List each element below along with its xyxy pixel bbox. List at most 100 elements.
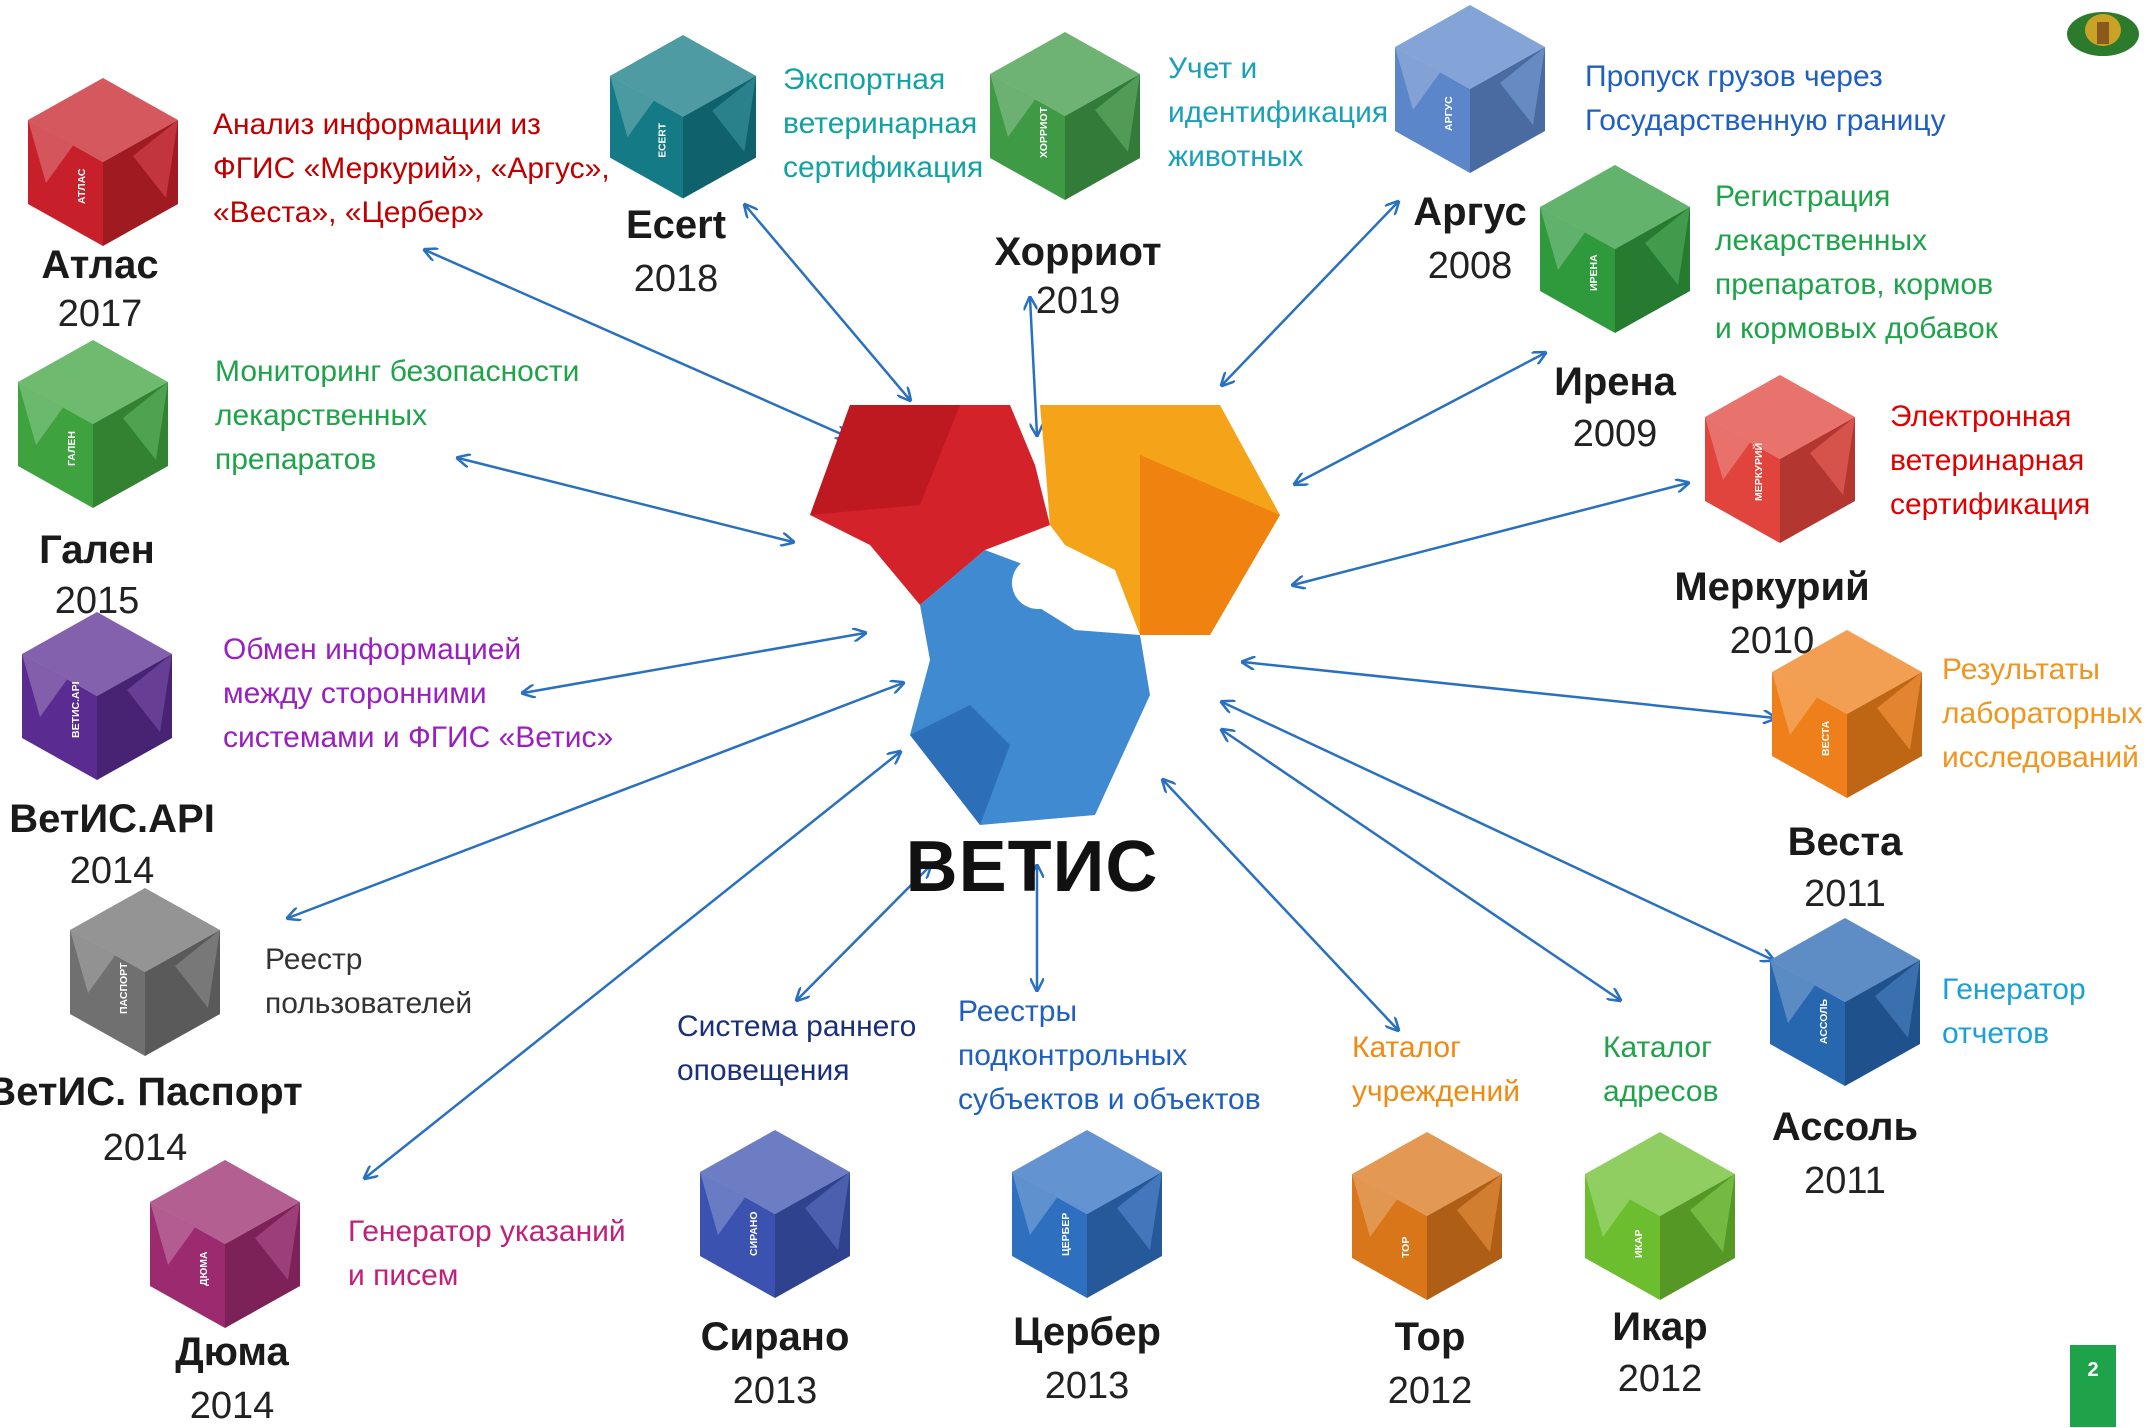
vesta-name: Веста: [1787, 820, 1903, 864]
vetis-logo: [810, 405, 1280, 830]
galen-cube-label: ГАЛЕН: [66, 431, 78, 466]
arrow-horriot: [1030, 298, 1037, 435]
irena-name: Ирена: [1554, 360, 1676, 404]
assol-cube-icon: АССОЛЬ: [1770, 918, 1920, 1086]
galen-description-line: препаратов: [215, 443, 377, 476]
irena-description-line: Регистрация: [1715, 180, 1891, 213]
vesta-cube-label: ВЕСТА: [1820, 720, 1832, 756]
api-cube-label: ВЕТИС.API: [70, 681, 82, 738]
cirano-name: Сирано: [700, 1315, 850, 1359]
mercury-description-line: ветеринарная: [1890, 444, 2085, 477]
cerber-description-line: субъектов и объектов: [958, 1083, 1261, 1116]
argus-description-line: Государственную границу: [1585, 104, 1946, 137]
tor-description-line: учреждений: [1352, 1075, 1521, 1108]
horriot-description-line: Учет и: [1168, 52, 1258, 85]
vesta-description: Результаты лабораторных исследований: [1942, 648, 2143, 780]
passport-name: ВетИС. Паспорт: [0, 1070, 303, 1114]
horriot-cube-icon: ХОРРИОТ: [990, 32, 1140, 200]
cirano-description-line: оповещения: [677, 1054, 850, 1087]
atlas-year: 2017: [57, 293, 143, 335]
cerber-name: Цербер: [1013, 1310, 1161, 1354]
arrow-assol: [1222, 702, 1773, 960]
duma-cube-label: ДЮМА: [198, 1251, 210, 1286]
duma-name: Дюма: [175, 1330, 289, 1374]
tor-name: Тор: [1394, 1315, 1466, 1359]
ikar-cube-label: ИКАР: [1633, 1229, 1645, 1258]
api-description: Обмен информацией между сторонними система…: [223, 628, 613, 760]
cerber-year: 2013: [1044, 1365, 1130, 1407]
vesta-description-line: Результаты: [1942, 653, 2100, 686]
cirano-year: 2013: [732, 1370, 818, 1412]
duma-cube-icon: ДЮМА: [150, 1160, 300, 1328]
horriot-cube-label: ХОРРИОТ: [1038, 106, 1050, 158]
vesta-year: 2011: [1804, 873, 1886, 915]
ecert-description-line: Экспортная: [783, 63, 946, 96]
irena-description-line: лекарственных: [1715, 224, 1928, 257]
assol-cube-label: АССОЛЬ: [1818, 999, 1830, 1044]
emblem-icon: [2054, 0, 2152, 67]
mercury-description-line: Электронная: [1890, 400, 2072, 433]
cerber-cube-label: ЦЕРБЕР: [1060, 1213, 1072, 1256]
ikar-description-line: адресов: [1603, 1075, 1719, 1108]
argus-name: Аргус: [1413, 190, 1527, 234]
irena-description-line: и кормовых добавок: [1715, 312, 1998, 345]
passport-description-line: Реестр: [265, 943, 363, 976]
cirano-description-line: Система раннего: [677, 1010, 917, 1043]
galen-cube-icon: ГАЛЕН: [18, 340, 168, 508]
atlas-cube-label: АТЛАС: [76, 168, 88, 204]
ecert-name: Ecert: [625, 203, 727, 247]
ikar-year: 2012: [1617, 1358, 1703, 1400]
assol-name: Ассоль: [1771, 1105, 1919, 1149]
center-title: ВЕТИС: [905, 827, 1159, 907]
vesta-description-line: лабораторных: [1942, 697, 2143, 730]
atlas-description-line: ФГИС «Меркурий», «Аргус»,: [213, 152, 610, 185]
passport-cube-icon: ПАСПОРТ: [70, 888, 220, 1056]
tor-description-line: Каталог: [1352, 1031, 1462, 1064]
arrow-irena: [1295, 353, 1545, 484]
api-description-line: Обмен информацией: [223, 633, 522, 666]
galen-description-line: лекарственных: [215, 399, 428, 432]
ecert-cube-label: ECERT: [657, 122, 668, 157]
mercury-description-line: сертификация: [1890, 488, 2091, 521]
ecert-description-line: ветеринарная: [783, 107, 978, 140]
ecert-year: 2018: [633, 258, 719, 300]
api-description-line: системами и ФГИС «Ветис»: [223, 721, 614, 754]
irena-cube-icon: ИРЕНА: [1540, 165, 1690, 333]
mercury-cube-label: МЕРКУРИЙ: [1752, 443, 1765, 501]
assol-description-line: Генератор: [1942, 973, 2086, 1006]
mercury-description: Электронная ветеринарная сертификация: [1890, 395, 2090, 527]
ikar-cube-icon: ИКАР: [1585, 1132, 1735, 1300]
tor-year: 2012: [1387, 1370, 1473, 1412]
galen-year: 2015: [54, 580, 140, 622]
vesta-description-line: исследований: [1942, 741, 2139, 774]
tor-description: Каталог учреждений: [1352, 1026, 1520, 1114]
api-description-line: между сторонними: [223, 677, 487, 710]
assol-year: 2011: [1804, 1160, 1886, 1202]
atlas-cube-icon: АТЛАС: [28, 78, 178, 246]
arrow-mercury: [1293, 483, 1688, 585]
passport-cube-label: ПАСПОРТ: [118, 962, 130, 1014]
arrow-ecert: [745, 205, 910, 400]
api-name: ВетИС.API: [9, 797, 215, 841]
mercury-name: Меркурий: [1674, 565, 1870, 609]
api-year: 2014: [69, 850, 155, 892]
mercury-year: 2010: [1729, 620, 1815, 662]
irena-cube-label: ИРЕНА: [1588, 254, 1600, 291]
cerber-description-line: подконтрольных: [958, 1039, 1188, 1072]
duma-year: 2014: [189, 1385, 275, 1427]
irena-description-line: препаратов, кормов: [1715, 268, 1994, 301]
arrow-atlas: [425, 250, 848, 437]
tor-cube-label: ТОР: [1400, 1237, 1412, 1258]
arrow-api: [523, 633, 865, 693]
passport-year: 2014: [102, 1127, 188, 1169]
mercury-cube-icon: МЕРКУРИЙ: [1705, 375, 1855, 543]
atlas-name: Атлас: [41, 243, 159, 287]
